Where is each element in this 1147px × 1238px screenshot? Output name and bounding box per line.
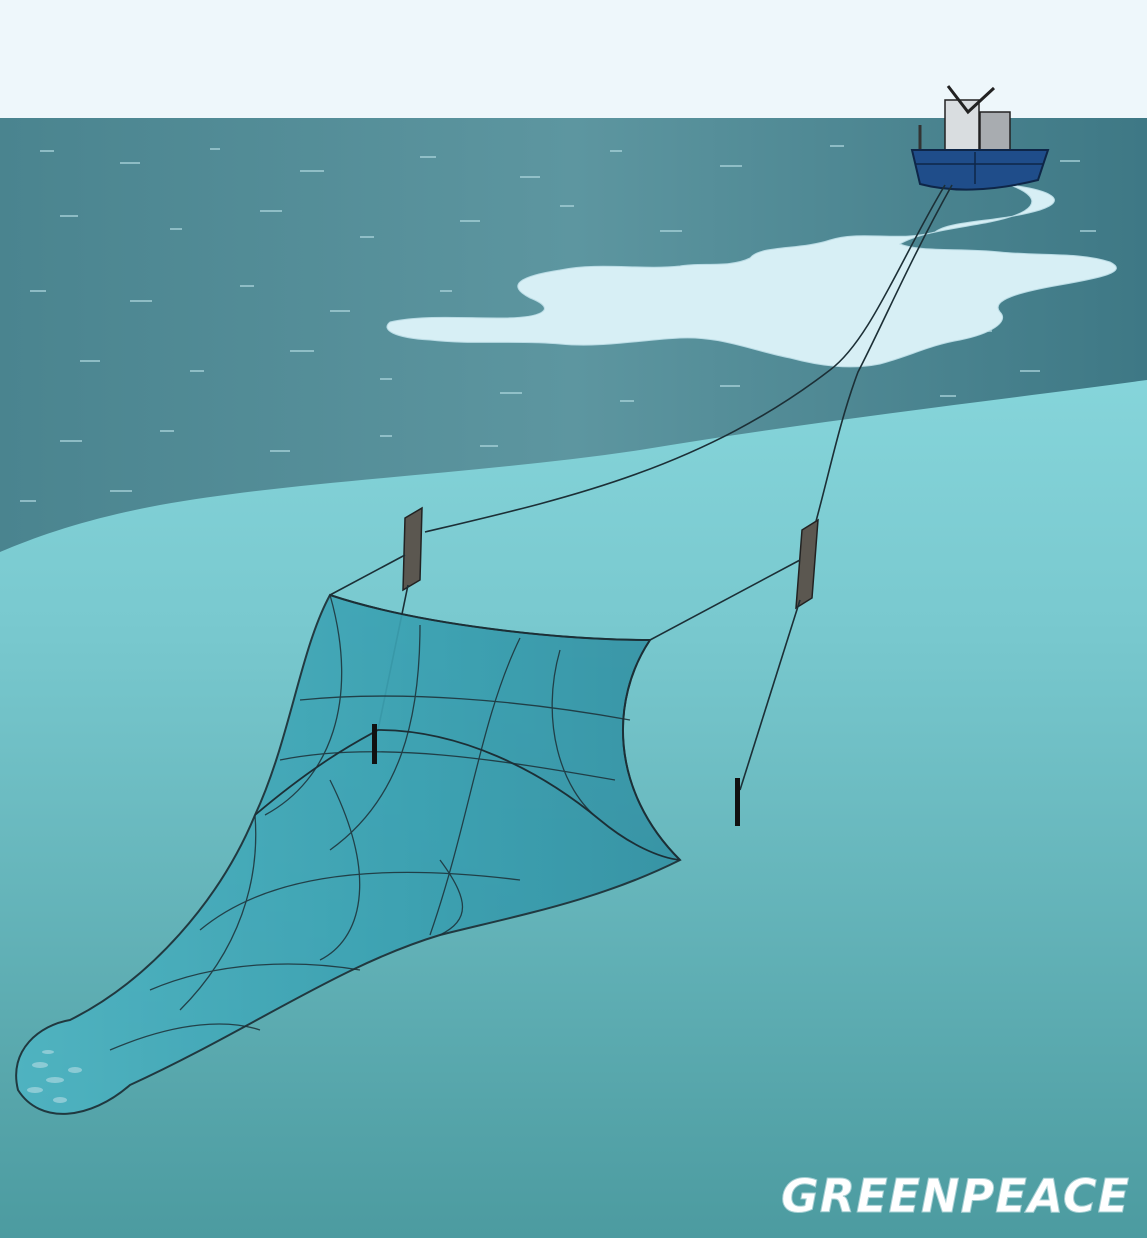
weight-left (372, 724, 377, 764)
otter-board-left (403, 508, 422, 590)
weight-right (735, 778, 740, 826)
greenpeace-logo: GREENPEACE (781, 1169, 1130, 1223)
